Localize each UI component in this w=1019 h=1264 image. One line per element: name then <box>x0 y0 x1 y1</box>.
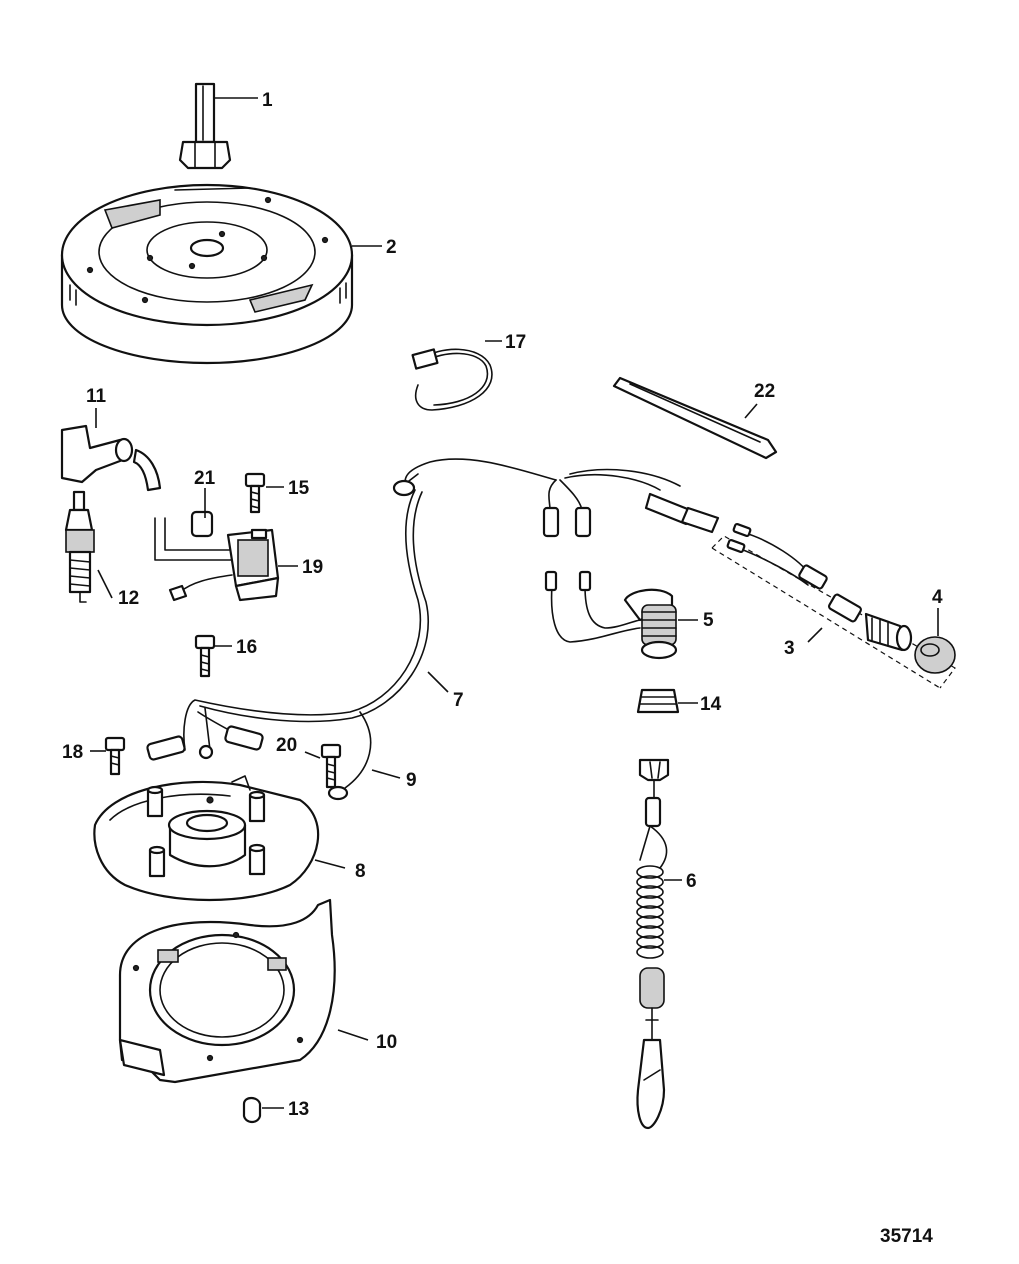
callout-4: 4 <box>932 587 943 608</box>
callout-17: 17 <box>505 332 526 353</box>
part-1-flywheel-nut <box>178 82 232 170</box>
part-17-clamp <box>411 348 493 411</box>
callout-16: 16 <box>236 637 257 658</box>
part-8-stator-plate <box>93 775 320 902</box>
part-12-spark-plug <box>64 490 95 603</box>
part-6-lanyard <box>636 758 670 1130</box>
figure-number: 35714 <box>880 1226 933 1247</box>
part-4-knob <box>914 636 956 674</box>
callout-21: 21 <box>194 468 216 489</box>
callout-11: 11 <box>86 386 107 407</box>
part-3-stop-switch-assembly <box>711 522 956 689</box>
callout-10: 10 <box>376 1032 397 1053</box>
callout-8: 8 <box>355 861 366 882</box>
part-10-trigger-plate <box>118 898 336 1084</box>
part-15-screw <box>244 472 266 514</box>
part-14-nut <box>636 688 680 714</box>
callout-5: 5 <box>703 610 714 631</box>
callout-1: 1 <box>262 90 273 111</box>
part-13-key <box>242 1096 262 1124</box>
part-22-cable-tie <box>612 376 778 460</box>
leader-lines <box>90 97 939 1109</box>
part-16-screw <box>194 634 216 678</box>
part-21-sleeve <box>190 510 214 538</box>
callout-20: 20 <box>276 735 297 756</box>
part-19-ignition-coil <box>154 517 280 602</box>
part-11-spark-plug-cap <box>60 424 162 492</box>
part-2-flywheel <box>60 183 354 365</box>
part-7-wire-harness <box>146 458 720 761</box>
callout-19: 19 <box>302 557 323 578</box>
part-5-stop-switch <box>544 570 678 660</box>
callout-2: 2 <box>386 237 397 258</box>
callout-18: 18 <box>62 742 83 763</box>
part-9-ground-wire <box>327 711 372 801</box>
callout-numbers: 1 2 3 4 5 6 7 8 9 10 11 12 13 14 15 16 1… <box>62 90 943 1120</box>
callout-3: 3 <box>784 638 795 659</box>
part-20-screw <box>320 743 342 789</box>
callout-13: 13 <box>288 1099 309 1120</box>
callout-14: 14 <box>700 694 722 715</box>
callout-7: 7 <box>453 690 464 711</box>
callout-12: 12 <box>118 588 139 609</box>
callout-22: 22 <box>754 381 775 402</box>
part-18-screw <box>104 736 126 776</box>
callout-9: 9 <box>406 770 417 791</box>
callout-6: 6 <box>686 871 697 892</box>
callout-15: 15 <box>288 478 310 499</box>
